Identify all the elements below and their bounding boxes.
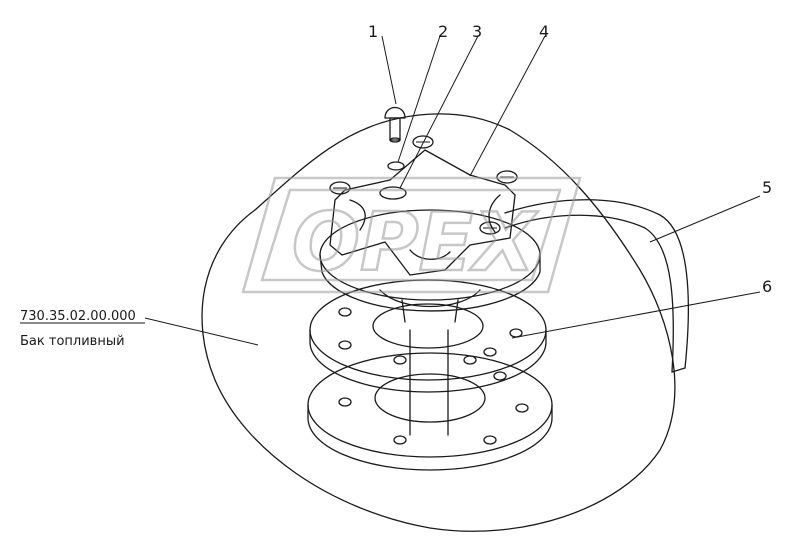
part-name: Бак топливный <box>20 334 125 349</box>
bolt <box>384 106 406 143</box>
part-label: 730.35.02.00.000 Бак топливный <box>20 309 145 349</box>
cap-assembly <box>319 149 541 323</box>
watermark-text: OPEX <box>292 196 538 289</box>
callout-6: 6 <box>762 277 772 296</box>
callout-5: 5 <box>762 178 772 197</box>
watermark-logo: OPEX <box>241 176 582 294</box>
callout-3: 3 <box>472 22 482 41</box>
callout-1: 1 <box>368 22 378 41</box>
callout-4: 4 <box>539 22 549 41</box>
central-tube <box>409 329 449 436</box>
washer <box>387 161 405 171</box>
middle-flange <box>309 279 547 393</box>
tank-outline <box>201 113 676 532</box>
leader-lines <box>144 35 761 346</box>
bottom-flange <box>307 352 553 471</box>
callout-2: 2 <box>438 22 448 41</box>
part-number: 730.35.02.00.000 <box>20 309 136 324</box>
